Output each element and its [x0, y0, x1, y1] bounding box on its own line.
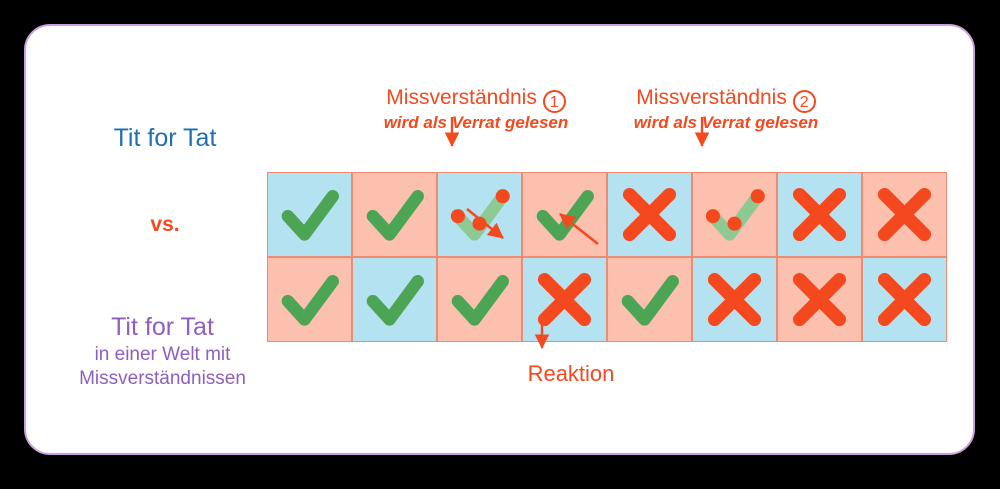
check-misunderstood-icon	[438, 173, 521, 256]
annotation-misunderstanding-1: Missverständnis 1 wird als Verrat gelese…	[356, 86, 596, 133]
circled-number-2-icon: 2	[792, 90, 816, 113]
grid-cell-r1c4	[522, 172, 607, 257]
grid-cell-r2c3	[437, 257, 522, 342]
cross-icon	[778, 173, 861, 256]
figure-card: Tit for Tat vs. Tit for Tat in einer Wel…	[24, 24, 975, 455]
annotation-1-title: Missverständnis 1	[356, 86, 596, 113]
cross-icon	[778, 258, 861, 341]
cross-icon	[608, 173, 691, 256]
check-icon	[353, 258, 436, 341]
grid-cell-r2c4	[522, 257, 607, 342]
grid-cell-r2c6	[692, 257, 777, 342]
grid-cell-r1c2	[352, 172, 437, 257]
check-misunderstood-icon	[693, 173, 776, 256]
grid-cell-r1c8	[862, 172, 947, 257]
label-tit-for-tat-misunderstandings: Tit for Tat in einer Welt mit Missverstä…	[50, 311, 275, 392]
annotation-1-subtitle: wird als Verrat gelesen	[383, 113, 569, 132]
label-tit-for-tat: Tit for Tat	[113, 124, 217, 152]
grid-cell-r2c1	[267, 257, 352, 342]
cross-icon	[693, 258, 776, 341]
annotation-1-text: Missverständnis	[386, 86, 537, 109]
check-icon	[608, 258, 691, 341]
label-line-3: Missverständnissen	[79, 368, 246, 390]
check-icon	[268, 258, 351, 341]
grid-cell-r1c7	[777, 172, 862, 257]
grid-cell-r2c2	[352, 257, 437, 342]
check-icon	[438, 258, 521, 341]
check-icon	[523, 173, 606, 256]
grid-cell-r1c1	[267, 172, 352, 257]
check-icon	[353, 173, 436, 256]
annotation-2-text: Missverständnis	[636, 86, 787, 109]
annotation-2-subtitle: wird als Verrat gelesen	[633, 113, 819, 132]
label-reaktion: Reaktion	[527, 361, 615, 386]
cross-icon	[863, 258, 946, 341]
grid-cell-r1c6	[692, 172, 777, 257]
grid-cell-r2c8	[862, 257, 947, 342]
grid-cell-r2c7	[777, 257, 862, 342]
cross-icon	[863, 173, 946, 256]
label-line-1: Tit for Tat	[111, 313, 214, 341]
grid-cell-r2c5	[607, 257, 692, 342]
annotation-2-title: Missverständnis 2	[606, 86, 846, 113]
label-line-2: in einer Welt mit	[94, 344, 231, 365]
cross-icon	[523, 258, 606, 341]
annotation-misunderstanding-2: Missverständnis 2 wird als Verrat gelese…	[606, 86, 846, 133]
check-icon	[268, 173, 351, 256]
grid-cell-r1c5	[607, 172, 692, 257]
grid-cell-r1c3	[437, 172, 522, 257]
label-versus: vs.	[150, 213, 180, 236]
move-grid	[267, 172, 947, 342]
circled-number-1-icon: 1	[542, 90, 566, 113]
